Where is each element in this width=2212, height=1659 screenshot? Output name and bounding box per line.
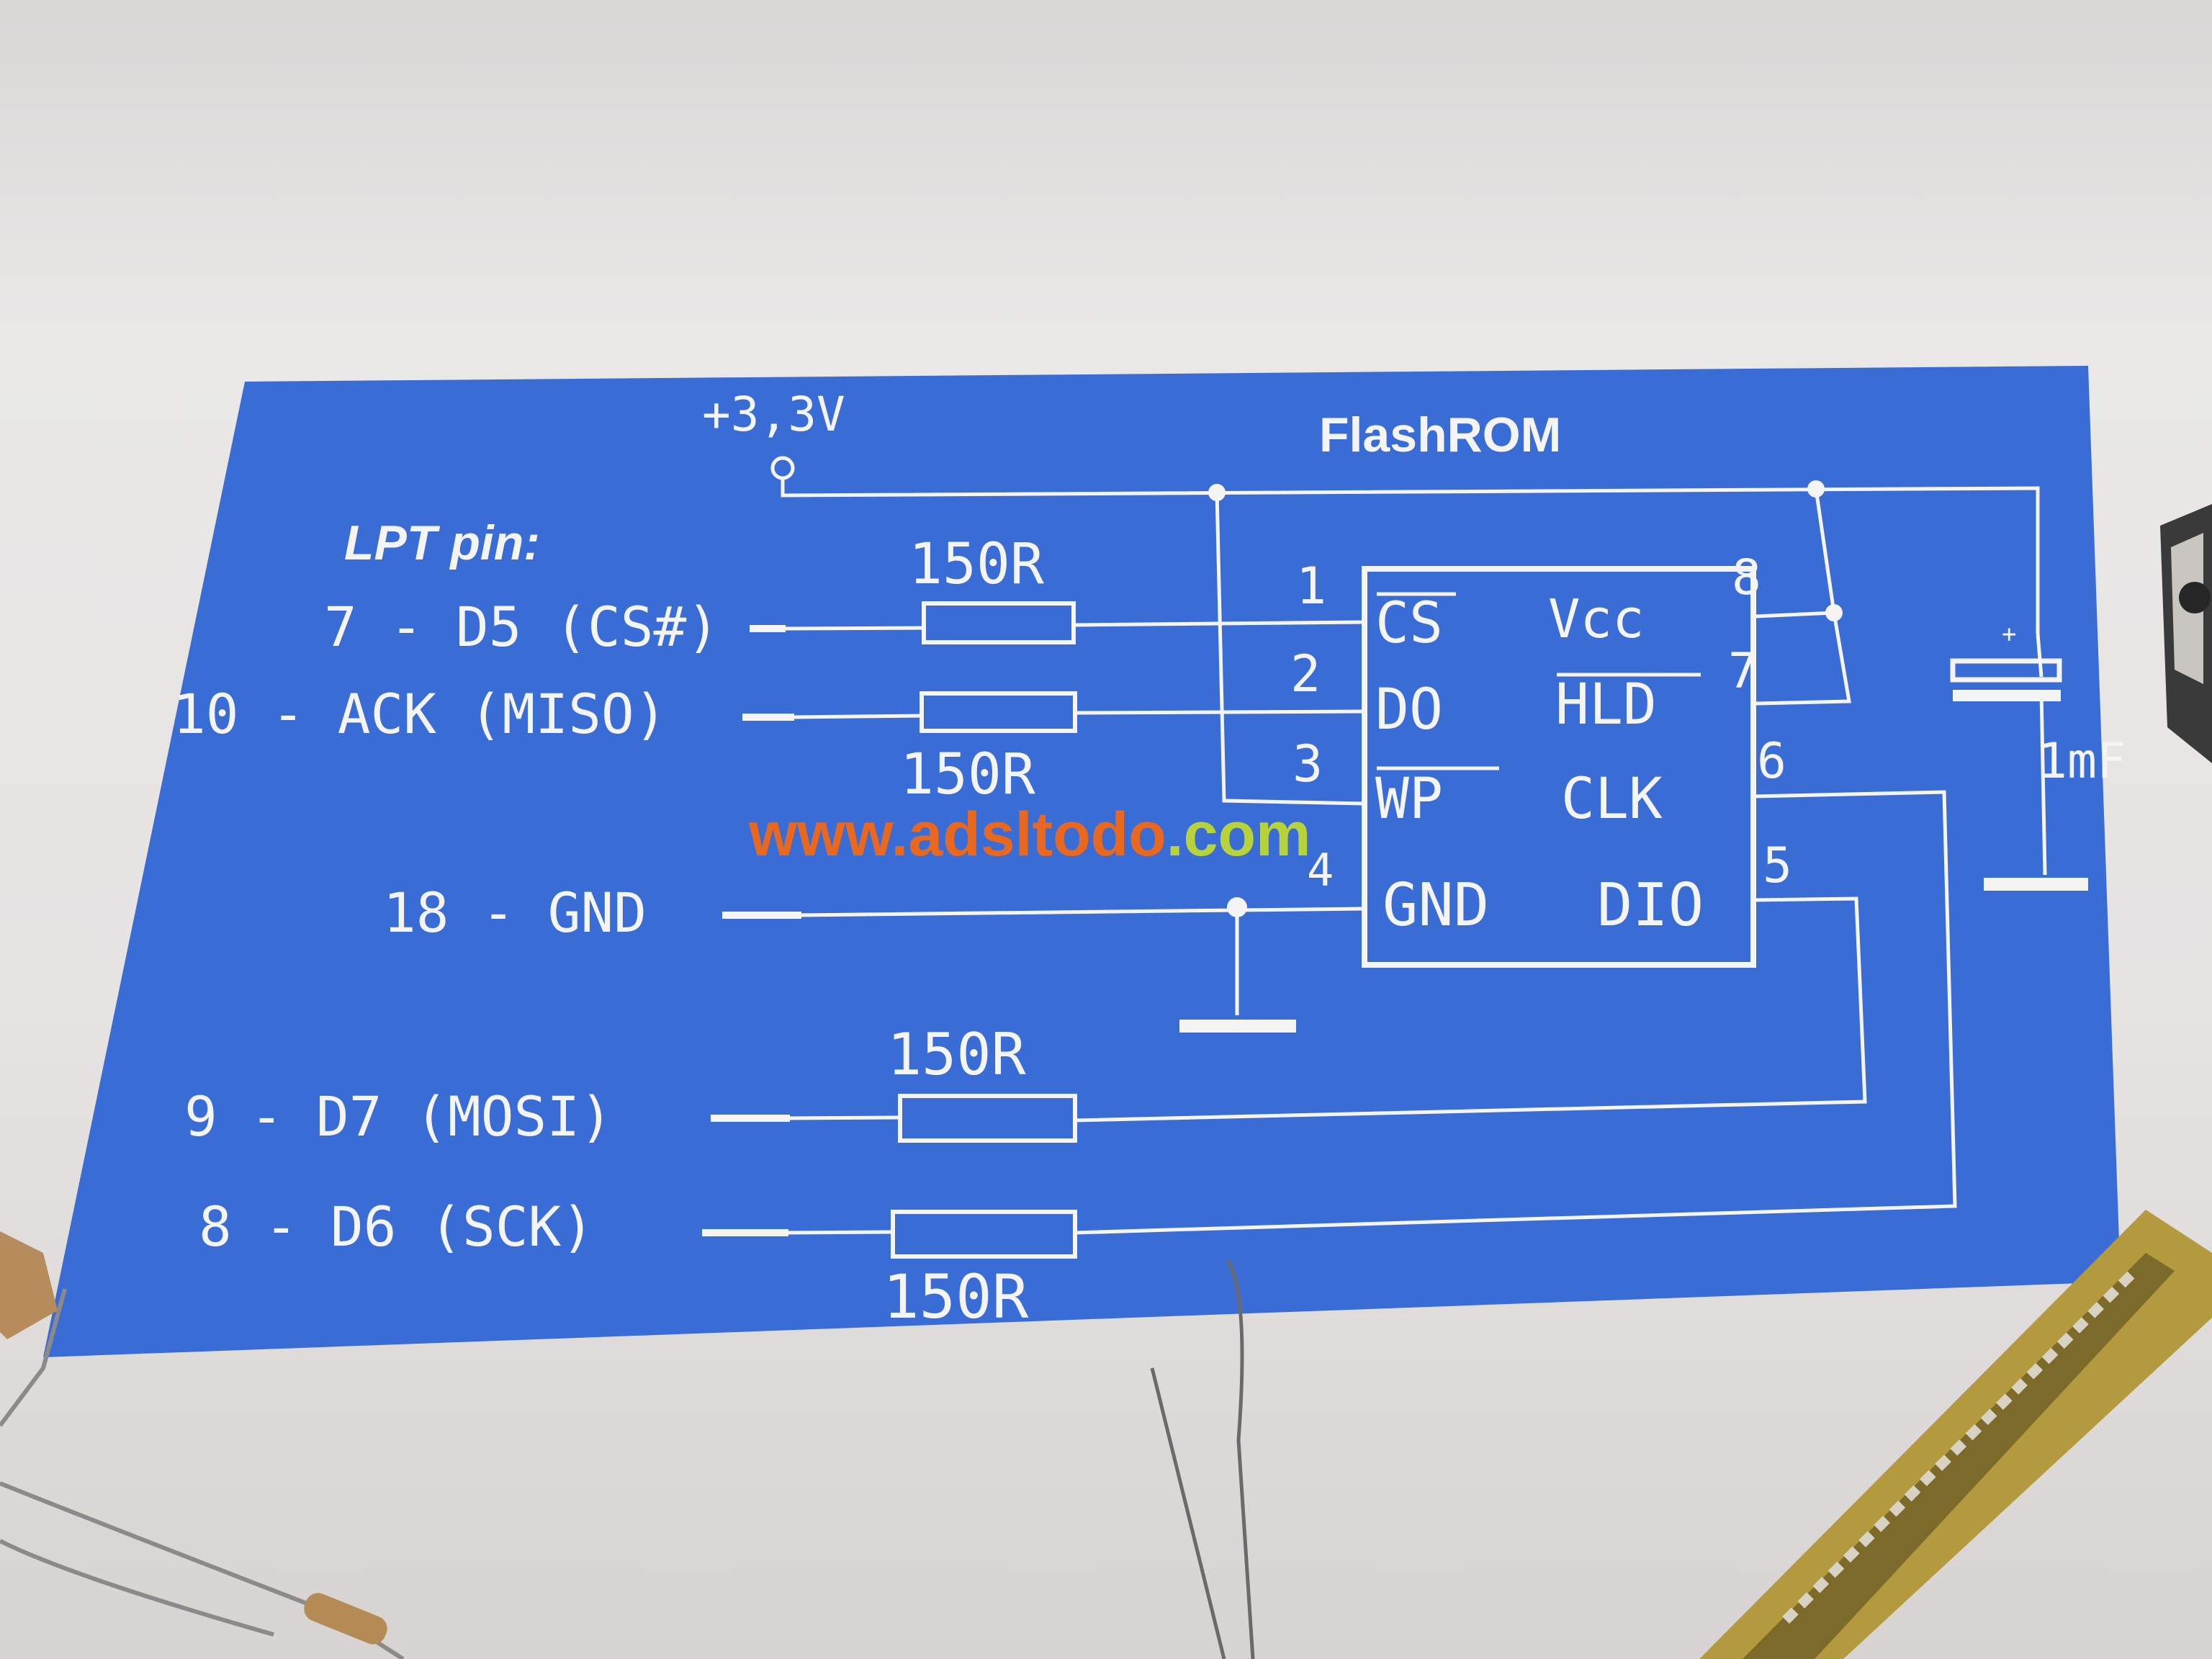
- chip-label-wp: WP: [1375, 767, 1443, 832]
- wire-miso: [790, 709, 1365, 719]
- resistor-cs-label: 150R: [909, 532, 1044, 597]
- watermark: www.adsltodo.com: [748, 800, 1310, 869]
- lpt-pin-sck-label: 8 - D6 (SCK): [199, 1195, 594, 1259]
- capacitor-label: 1mF: [2038, 733, 2126, 790]
- wire-wp: [1215, 492, 1365, 806]
- supply-label: +3,3V: [702, 387, 845, 442]
- lpt-pin-cs-label: 7 - D5 (CS#): [324, 595, 719, 659]
- capacitor-plate-positive: [1950, 658, 2062, 683]
- chip-pin-7: 7: [1728, 643, 1758, 700]
- chip-pin-8: 8: [1732, 549, 1761, 606]
- wire-gnd: [797, 907, 1365, 917]
- lpt-pin-gnd-label: 18 - GND: [383, 881, 647, 945]
- lpt-pin-miso-label: 10 - ACK (MISO): [173, 682, 667, 746]
- parallel-port-connector: [2160, 504, 2212, 763]
- chip-pin-3: 3: [1292, 734, 1323, 793]
- resistor-miso-label: 150R: [900, 742, 1035, 807]
- circuit-board: [1699, 1210, 2212, 1659]
- component-leads: [0, 1231, 1255, 1659]
- wire-cap: [2036, 633, 2047, 876]
- junction-dot: [1227, 897, 1247, 917]
- schematic-title: FlashROM: [1319, 408, 1561, 462]
- supply-rail: [781, 478, 2040, 634]
- chip-label-cs: CS: [1375, 591, 1443, 656]
- chip-label-gnd: GND: [1382, 871, 1489, 940]
- chip-pin-5: 5: [1763, 837, 1792, 894]
- lpt-pin-mosi-label: 9 - D7 (MOSI): [184, 1084, 613, 1148]
- resistor-mosi: [898, 1094, 1077, 1143]
- capacitor-plate-negative: [1953, 690, 2061, 701]
- chip-pin-1: 1: [1296, 557, 1326, 616]
- chip-label-hld: HLD: [1555, 673, 1657, 737]
- resistor-sck: [891, 1210, 1077, 1259]
- wire-mosi: [786, 896, 1867, 1123]
- chip-pin-4: 4: [1307, 844, 1334, 896]
- chip-pin-2: 2: [1290, 644, 1321, 703]
- chip-pin-6: 6: [1757, 733, 1786, 790]
- wire-hold: [1724, 612, 1851, 706]
- lpt-header: LPT pin:: [344, 516, 540, 570]
- chip-label-do: DO: [1375, 678, 1443, 742]
- wire-sck: [784, 790, 1957, 1235]
- capacitor-polarity: +: [2002, 620, 2016, 649]
- chip-label-dio: DIO: [1597, 871, 1704, 940]
- chip-label-clk: CLK: [1561, 767, 1663, 832]
- resistor-cs: [922, 601, 1076, 644]
- resistor-sck-label: 150R: [883, 1262, 1029, 1332]
- chip-label-vcc: Vcc: [1548, 588, 1645, 650]
- resistor-mosi-label: 150R: [887, 1021, 1026, 1088]
- resistor-miso: [920, 691, 1077, 733]
